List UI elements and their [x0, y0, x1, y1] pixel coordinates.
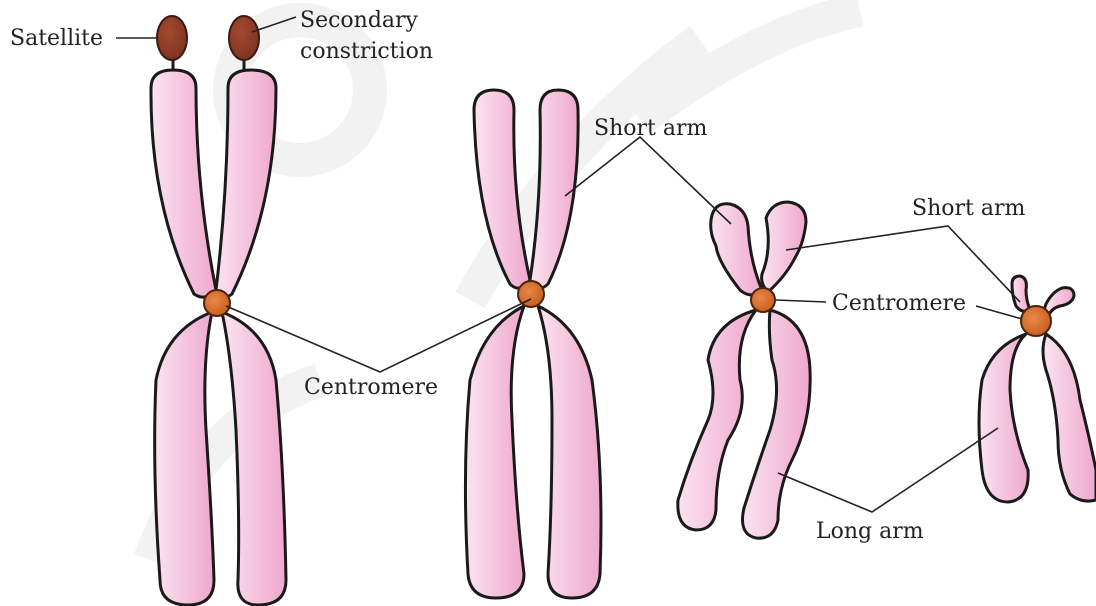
chromatid-4-long-right [1043, 334, 1096, 501]
chromatid-3-long-left [678, 310, 756, 530]
label-short-arm-top: Short arm [594, 116, 707, 141]
centromere-3 [751, 288, 775, 312]
chromatid-1-lower-right [222, 312, 286, 605]
leader-long-arm [778, 428, 998, 512]
chromosome-4-acrocentric [979, 276, 1096, 502]
label-short-arm-right: Short arm [912, 196, 1025, 221]
satellite-right [229, 16, 259, 60]
centromere-1 [204, 290, 230, 316]
chromatid-4-long-left [979, 334, 1028, 502]
label-centromere-bottom: Centromere [304, 375, 438, 400]
chromatid-4-short-left [1012, 276, 1030, 311]
label-secondary-constriction-1: Secondary [300, 8, 419, 33]
label-centromere-right: Centromere [832, 291, 966, 316]
chromatid-3-short-right [762, 202, 806, 292]
leader-centromere-right-2 [976, 306, 1022, 319]
chromatid-3-long-right [743, 310, 811, 538]
label-long-arm: Long arm [816, 519, 924, 544]
label-secondary-constriction-2: constriction [300, 39, 433, 64]
chromosome-3-submetacentric [678, 202, 810, 538]
chromatid-1-lower-left [155, 312, 214, 605]
chromatid-2-lower-right [538, 306, 601, 598]
chromatid-2-lower-left [465, 306, 524, 598]
satellite-left [157, 16, 187, 60]
centromere-4 [1021, 306, 1051, 336]
label-satellite: Satellite [10, 26, 103, 51]
chromatid-1-upper-left [151, 70, 216, 297]
chromatid-3-short-left [711, 204, 762, 295]
leader-centromere-right-1 [776, 300, 826, 302]
